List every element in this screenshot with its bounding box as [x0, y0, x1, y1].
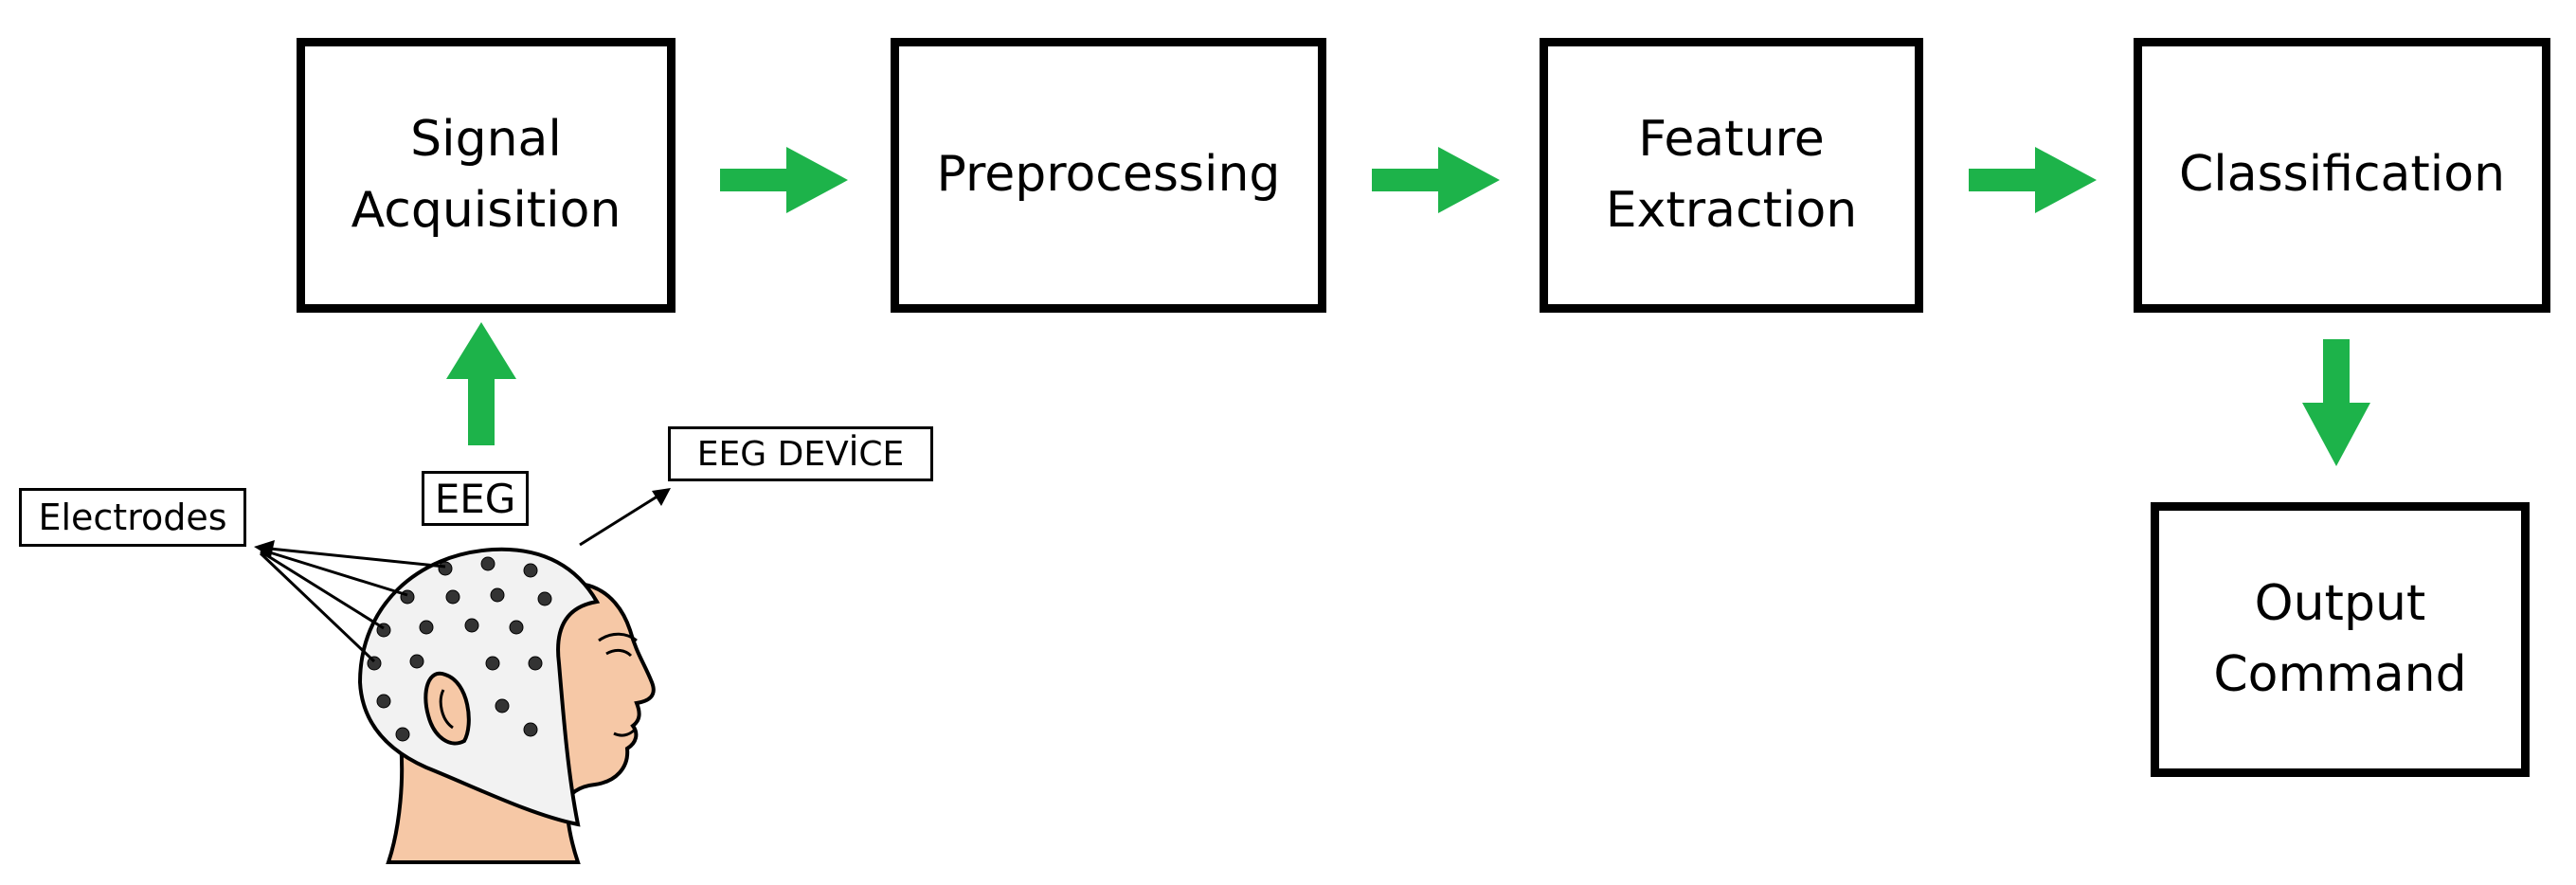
ear [423, 671, 471, 746]
electrode [445, 589, 460, 605]
electrode [419, 620, 434, 635]
pointer-electrodes-2 [260, 548, 408, 597]
electrode [528, 656, 543, 671]
arrowhead-electrodes [254, 540, 275, 557]
output-command-line1: Output [2254, 574, 2426, 632]
eeg-label: EEG [422, 471, 529, 526]
eye [605, 648, 633, 658]
arrow-eeg-to-acquisition [446, 322, 516, 445]
classification-box: Classification [2134, 38, 2550, 313]
electrode [480, 556, 495, 571]
electrode [395, 727, 410, 742]
electrodes-label: Electrodes [19, 488, 246, 547]
electrode [523, 722, 538, 737]
electrode [376, 694, 391, 709]
electrode [509, 620, 524, 635]
electrodes-group [367, 556, 552, 742]
arrow-feature-to-classification [1969, 147, 2097, 213]
arrow-classification-to-output [2302, 339, 2370, 466]
signal-acquisition-line2: Acquisition [351, 182, 621, 239]
electrode [464, 618, 479, 633]
electrode [490, 587, 505, 603]
mouth [613, 728, 637, 737]
electrode [495, 698, 510, 713]
brow [598, 632, 638, 642]
arrowhead-eeg-device [652, 488, 671, 506]
pointer-electrodes-3 [260, 550, 385, 630]
preprocessing-box: Preprocessing [891, 38, 1326, 313]
pointer-electrodes-1 [260, 546, 446, 569]
arrow-preprocessing-to-feature [1372, 147, 1500, 213]
feature-extraction-line2: Extraction [1605, 182, 1858, 239]
head-illustration [357, 547, 656, 864]
pointer-electrodes-4 [259, 551, 376, 663]
output-command-box: Output Command [2151, 502, 2530, 777]
electrode [537, 591, 552, 606]
electrode [523, 563, 538, 578]
output-command-line2: Command [2213, 646, 2467, 703]
signal-acquisition-line1: Signal [410, 110, 562, 168]
pointer-eeg-device [579, 491, 664, 547]
ear-inner [439, 689, 454, 730]
preprocessing-label: Preprocessing [936, 146, 1281, 204]
signal-acquisition-box: Signal Acquisition [297, 38, 676, 313]
eeg-cap [357, 547, 601, 827]
classification-label: Classification [2178, 146, 2506, 204]
eeg-device-label: EEG DEVİCE [668, 426, 933, 481]
feature-extraction-box: Feature Extraction [1540, 38, 1923, 313]
pointer-lines [259, 491, 664, 663]
electrode [438, 561, 453, 576]
arrow-acquisition-to-preprocessing [720, 147, 848, 213]
electrode [409, 654, 424, 669]
electrode [485, 656, 500, 671]
feature-extraction-line1: Feature [1638, 110, 1825, 168]
